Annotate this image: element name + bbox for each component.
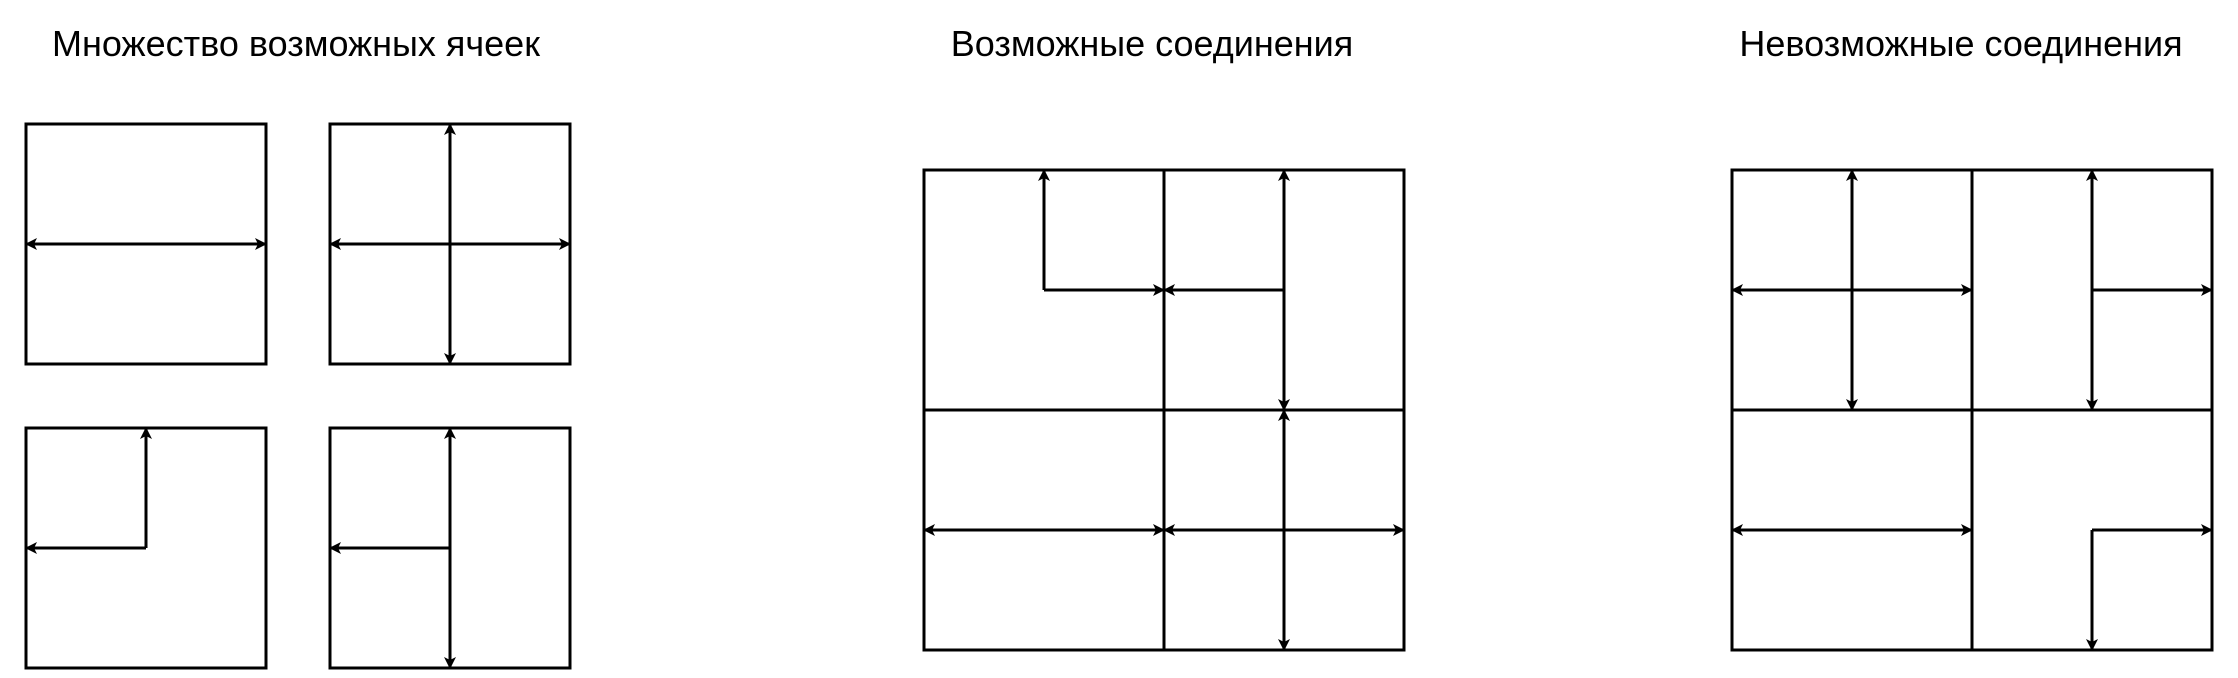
tile-horizontal (922, 408, 1166, 652)
title-cell-set: Множество возможных ячеек (52, 23, 540, 64)
panel-cell-set (24, 122, 572, 670)
tile-horizontal (24, 122, 268, 366)
tile-corner-up-left (24, 426, 268, 670)
tile-corner-right-down (1970, 408, 2214, 652)
tile-tee-left (328, 426, 572, 670)
tile-cross (1162, 408, 1406, 652)
title-impossible-connections: Невозможные соединения (1739, 23, 2183, 64)
title-possible-connections: Возможные соединения (950, 23, 1354, 64)
tile-cross (328, 122, 572, 366)
tile-horizontal (1730, 408, 1974, 652)
tile-tee-left (1162, 168, 1406, 412)
tile-tee-right (1970, 168, 2214, 412)
panel-impossible-connections (1730, 168, 2214, 652)
tile-cross (1730, 168, 1974, 412)
panel-possible-connections (922, 168, 1406, 652)
tile-corner-up-right (922, 168, 1166, 412)
